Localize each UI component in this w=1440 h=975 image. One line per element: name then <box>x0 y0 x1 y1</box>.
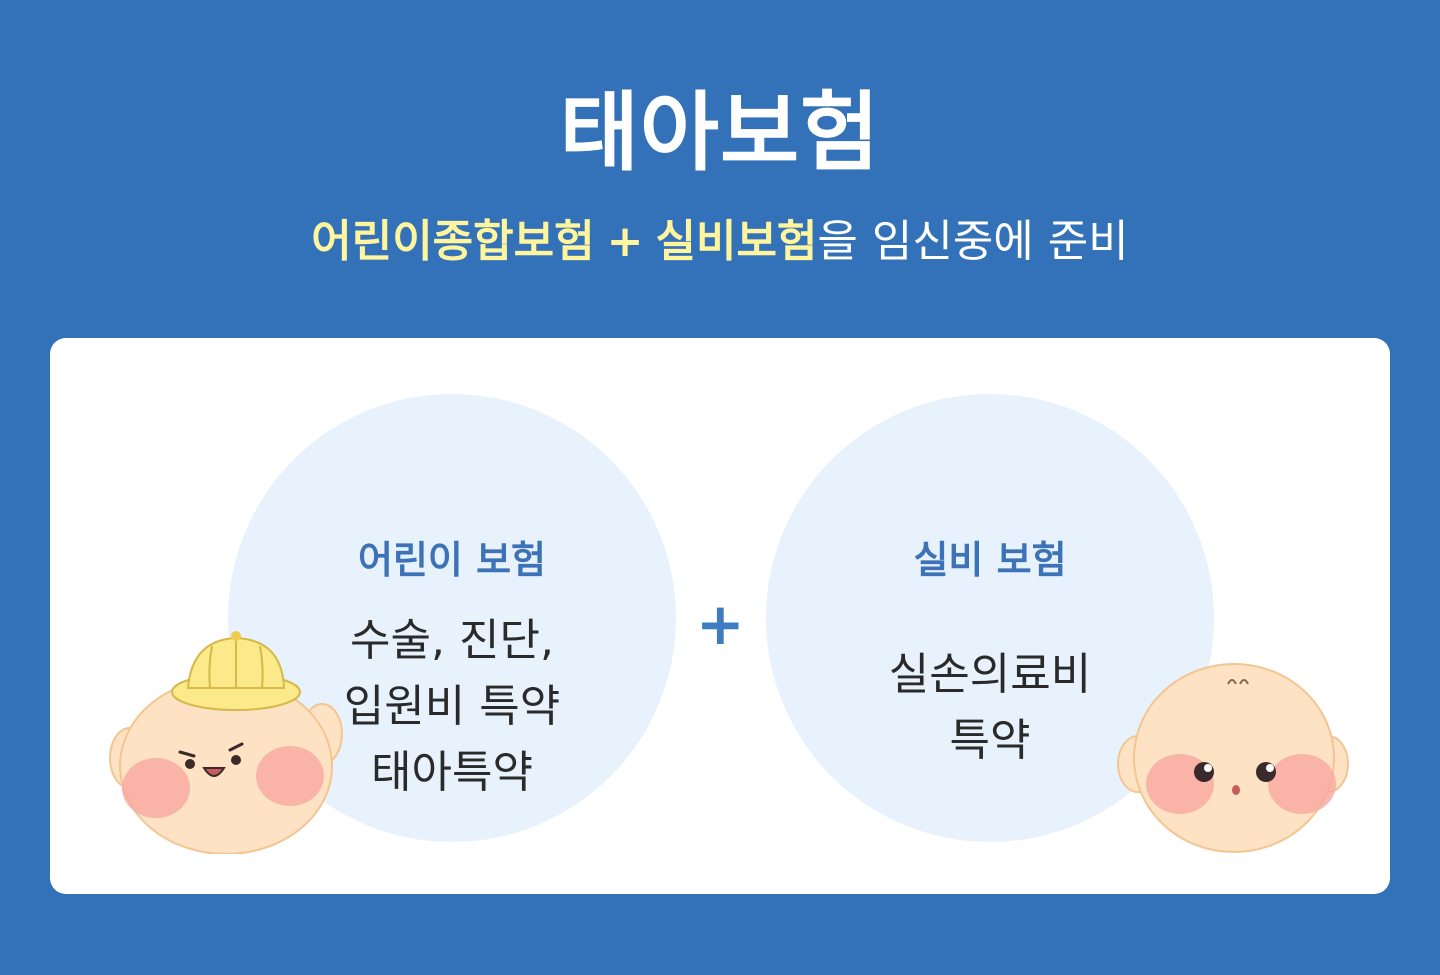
child-insurance-title: 어린이 보험 <box>357 538 547 582</box>
baby-with-yellow-hat-icon <box>109 631 343 854</box>
page-title: 태아보험 <box>559 83 881 183</box>
child-insurance-line: 태아특약 <box>371 747 533 798</box>
page-subtitle: 어린이종합보험+실비보험을 임신중에 준비 <box>0 210 1440 274</box>
child-insurance-body: 수술, 진단, 입원비 특약 태아특약 <box>228 608 676 806</box>
plus-icon: + <box>696 590 745 658</box>
subtitle-highlight-child-insurance: 어린이종합보험 <box>311 216 595 267</box>
medical-insurance-title: 실비 보험 <box>913 538 1067 582</box>
subtitle-highlight-medical-insurance: 실비보험 <box>655 216 818 267</box>
subtitle-rest: 을 임신중에 준비 <box>817 216 1129 267</box>
medical-insurance-line: 실손의료비 <box>888 649 1092 700</box>
medical-insurance-line: 특약 <box>949 715 1031 766</box>
subtitle-plus: + <box>606 216 644 267</box>
insurance-card: 어린이 보험 수술, 진단, 입원비 특약 태아특약 + 실비 보험 실손의료비… <box>50 338 1390 894</box>
child-insurance-line: 수술, 진단, <box>350 615 554 666</box>
medical-insurance-body: 실손의료비 특약 <box>766 642 1214 774</box>
child-insurance-line: 입원비 특약 <box>343 681 561 732</box>
baby-icon <box>1117 663 1349 853</box>
